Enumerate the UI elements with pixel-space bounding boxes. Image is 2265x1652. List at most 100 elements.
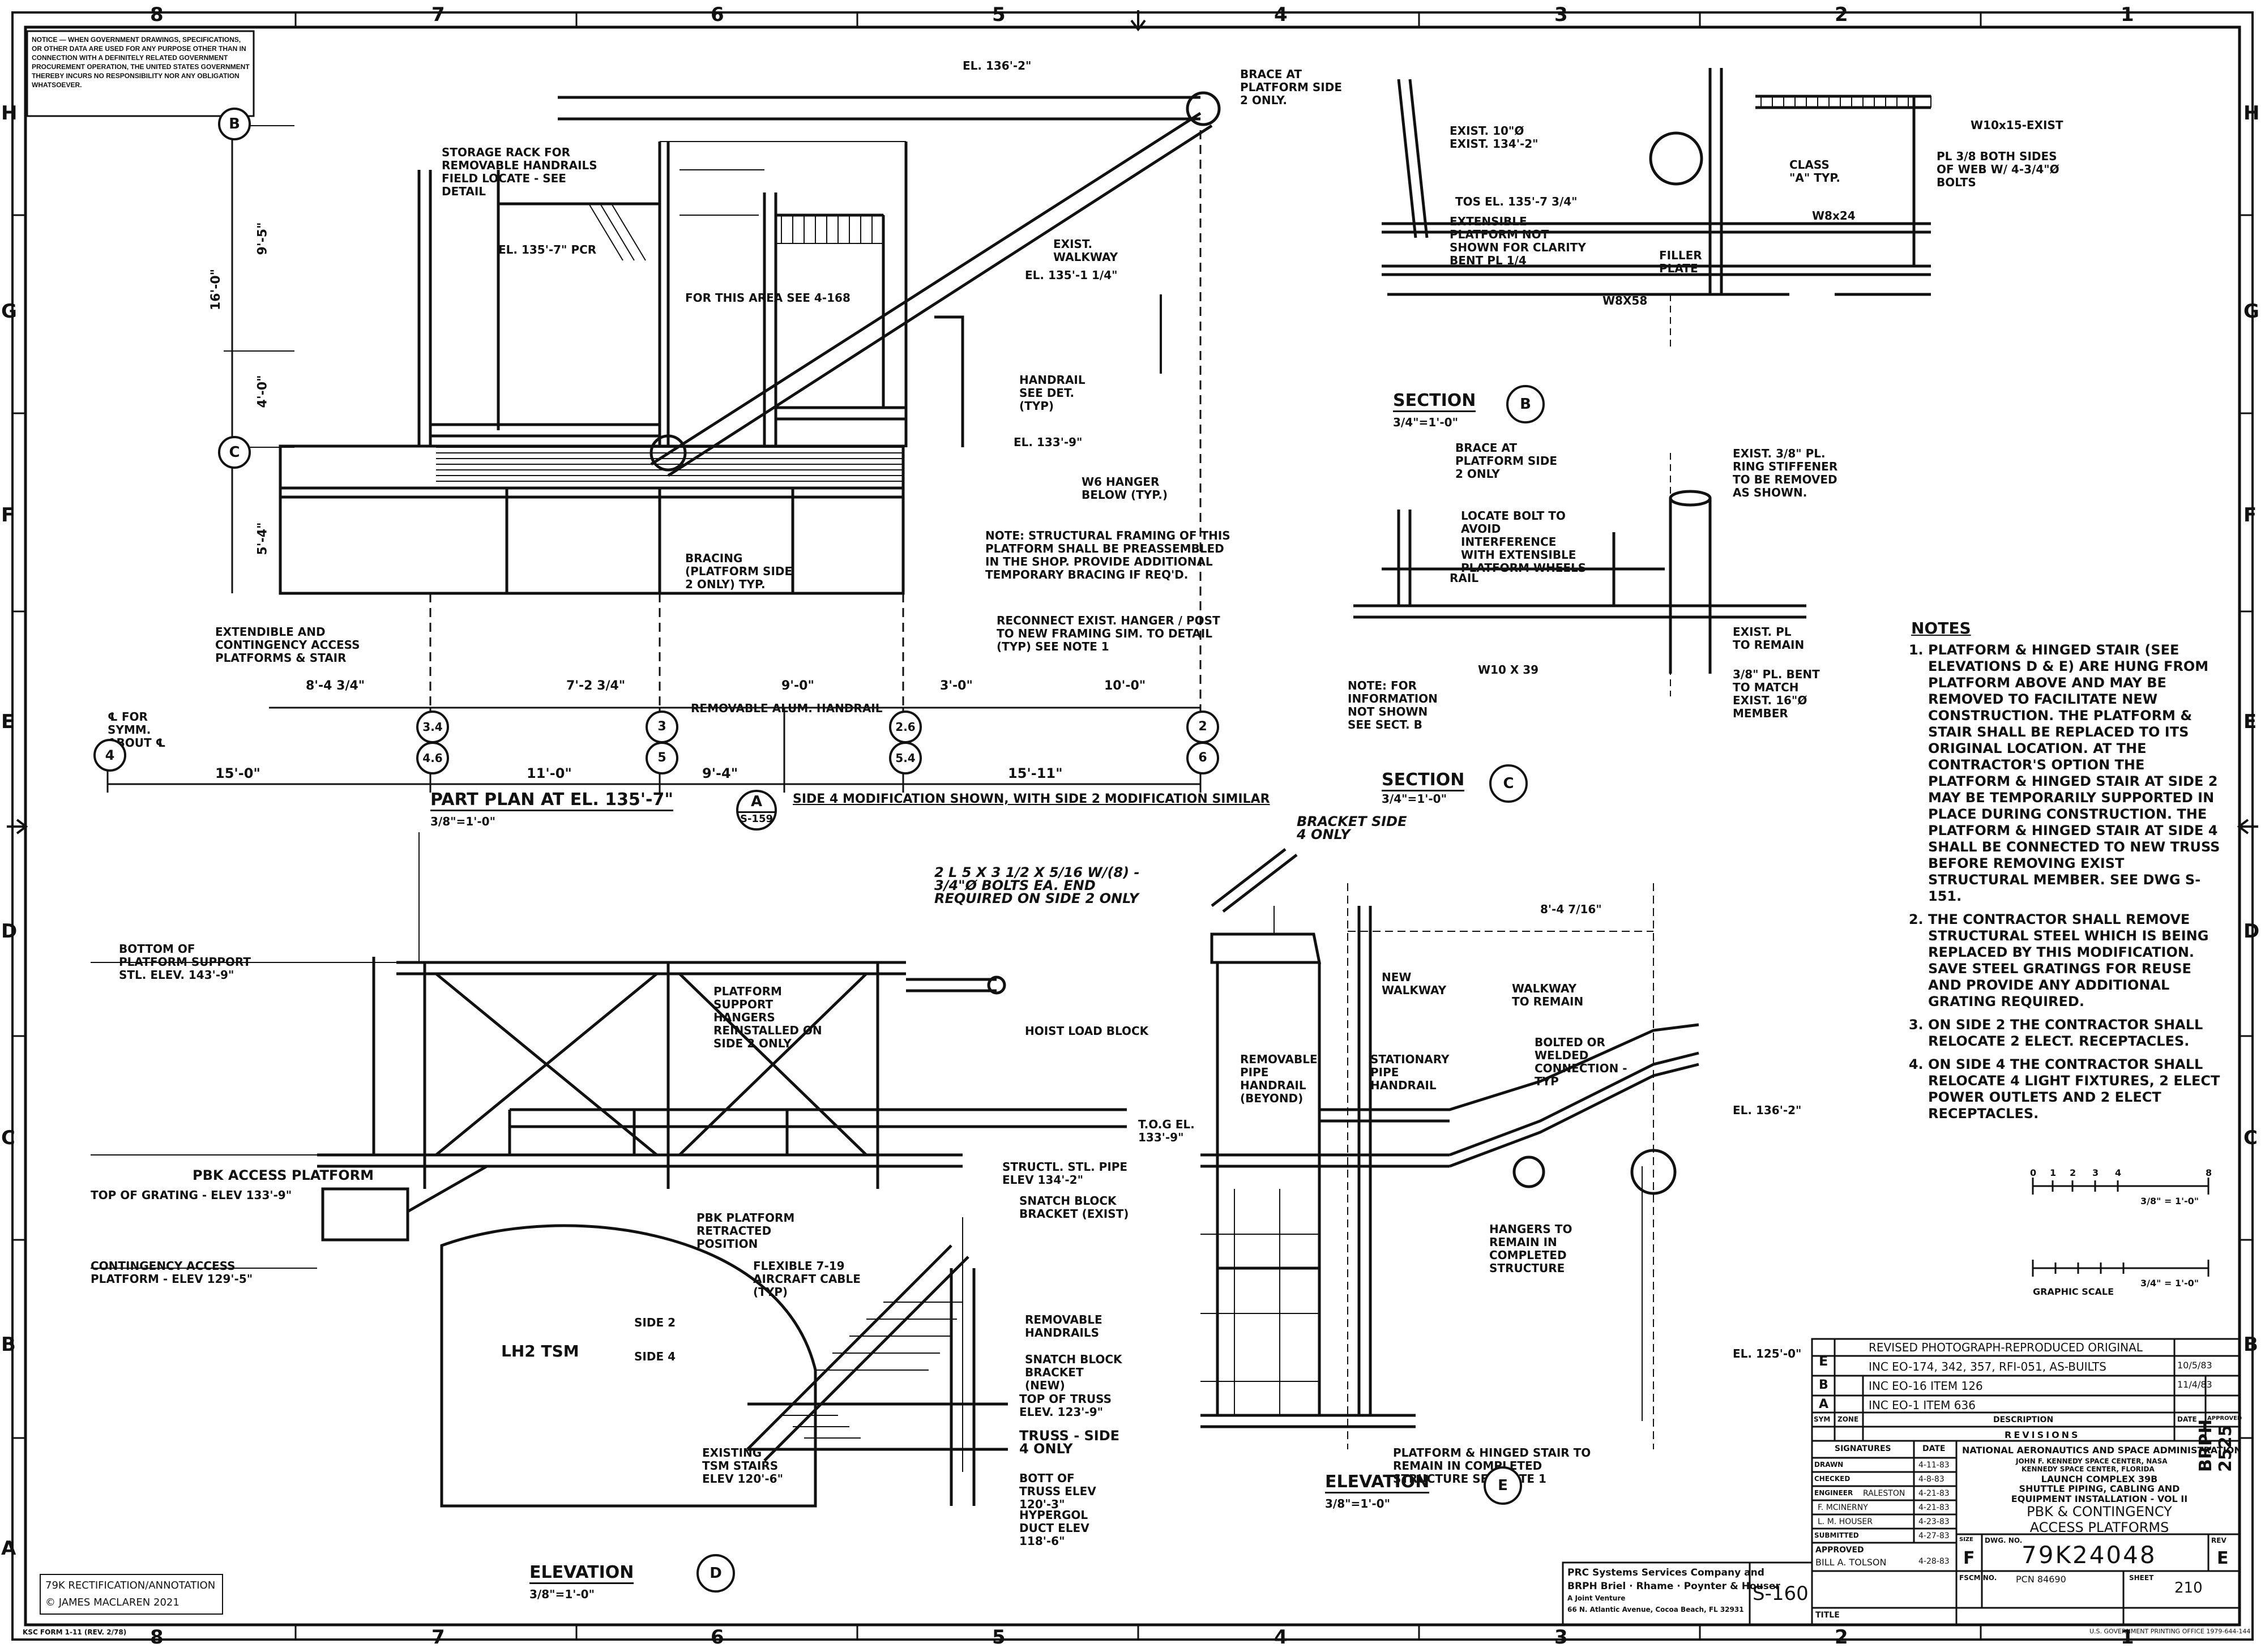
gridline-bubble: B xyxy=(218,108,251,140)
project-line3: EQUIPMENT INSTALLATION - VOL II xyxy=(2011,1493,2188,1504)
plan-label: EXTENDIBLE AND CONTINGENCY ACCESS PLATFO… xyxy=(215,625,360,665)
sig-date: 4-21-83 xyxy=(1918,1503,1950,1512)
zone-top-3: 3 xyxy=(1554,3,1568,26)
elev-d-label: PBK ACCESS PLATFORM xyxy=(193,1167,374,1183)
revision-col: ZONE xyxy=(1837,1415,1859,1423)
side-code: BRPH 2525 xyxy=(2196,1419,2236,1472)
elev-d-label: PBK PLATFORM RETRACTED POSITION xyxy=(696,1211,795,1251)
sig-role: CHECKED xyxy=(1814,1475,1851,1483)
gridline-bubble: 4.6 xyxy=(416,742,449,774)
elev-d-label: SIDE 4 xyxy=(634,1350,676,1363)
plan-label: EL. 136'-2" xyxy=(963,59,1032,72)
revision-col: DESCRIPTION xyxy=(1993,1415,2054,1424)
sig-role: ENGINEER xyxy=(1814,1489,1853,1497)
zone-top-8: 8 xyxy=(150,3,164,26)
elev-e-label: 8'-4 7/16" xyxy=(1540,902,1602,916)
elev-d-label: SIDE 2 xyxy=(634,1316,676,1329)
revision-desc: REVISED PHOTOGRAPH-REPRODUCED ORIGINAL xyxy=(1869,1341,2143,1354)
agency-center: JOHN F. KENNEDY SPACE CENTER, NASA xyxy=(2016,1457,2168,1465)
gridline-bubble: 5.4 xyxy=(889,742,922,774)
zone-left-C: C xyxy=(1,1127,15,1149)
plan-label: HANDRAIL SEE DET. (TYP) xyxy=(1019,373,1086,413)
plan-label: EL. 133'-9" xyxy=(1014,435,1083,449)
elev-d-label: T.O.G EL. 133'-9" xyxy=(1138,1118,1195,1144)
zone-bottom-1: 1 xyxy=(2121,1626,2134,1649)
approved-date: 4-28-83 xyxy=(1918,1557,1950,1566)
section-c-label: W10 X 39 xyxy=(1478,663,1539,677)
plan-dim: 9'-0" xyxy=(781,679,814,693)
section-b-label: EXIST. 10"Ø EXIST. 134'-2" xyxy=(1450,124,1539,151)
elev-d-label: FLEXIBLE 7-19 AIRCRAFT CABLE (TYP) xyxy=(753,1259,861,1299)
plan-dim: 3'-0" xyxy=(940,679,973,693)
zone-bottom-6: 6 xyxy=(711,1626,724,1649)
scale-tick: 4 xyxy=(2115,1167,2122,1178)
project-line5: ACCESS PLATFORMS xyxy=(2029,1520,2169,1535)
zone-right-H: H xyxy=(2243,102,2260,125)
plan-dim: 7'-2 3/4" xyxy=(566,679,626,693)
gridline-bubble: 2.6 xyxy=(889,711,922,743)
elev-e-label: EL. 136'-2" xyxy=(1733,1103,1802,1117)
zone-right-F: F xyxy=(2243,504,2257,527)
scale-tick: 3 xyxy=(2092,1167,2099,1178)
elev-d-label: PLATFORM SUPPORT HANGERS REINSTALLED ON … xyxy=(713,985,822,1050)
elev-e-label: NEW WALKWAY xyxy=(1382,970,1447,997)
gridline-bubble: 3.4 xyxy=(416,711,449,743)
contractor-line4: 66 N. Atlantic Avenue, Cocoa Beach, FL 3… xyxy=(1567,1606,1744,1614)
gpo-note: U.S. GOVERNMENT PRINTING OFFICE 1979-644… xyxy=(2089,1628,2251,1635)
section-c-bubble: C xyxy=(1489,764,1528,803)
section-b-label: FILLER PLATE xyxy=(1659,249,1702,275)
zone-right-C: C xyxy=(2243,1127,2258,1149)
gridline-bubble: C xyxy=(218,436,251,469)
plan-label: STORAGE RACK FOR REMOVABLE HANDRAILS FIE… xyxy=(442,145,597,198)
plan-dim: 8'-4 3/4" xyxy=(306,679,365,693)
revision-sym: E xyxy=(1819,1353,1828,1369)
plan-label: RECONNECT EXIST. HANGER / POST TO NEW FR… xyxy=(997,614,1220,653)
section-c-label: LOCATE BOLT TO AVOID INTERFERENCE WITH E… xyxy=(1461,509,1587,575)
pcn-number: PCN 84690 xyxy=(2016,1574,2066,1585)
contractor-line2: BRPH Briel · Rhame · Poynter & Houser xyxy=(1567,1581,1780,1592)
elev-d-label: EXISTING TSM STAIRS ELEV 120'-6" xyxy=(702,1446,784,1486)
section-b-label: W10x15-EXIST xyxy=(1971,118,2063,132)
section-b-title: SECTION xyxy=(1393,391,1476,412)
elevation-d-title: ELEVATION xyxy=(529,1563,634,1584)
zone-bottom-8: 8 xyxy=(150,1626,164,1649)
size-label: SIZE xyxy=(1959,1537,1974,1543)
notes-header: NOTES xyxy=(1911,619,1971,637)
elev-d-label: REMOVABLE HANDRAILS xyxy=(1025,1313,1102,1339)
rev-label: REV xyxy=(2211,1537,2226,1544)
section-b-label: W8x24 xyxy=(1812,209,1856,222)
drawing-number: 79K24048 xyxy=(2022,1541,2157,1569)
zone-right-E: E xyxy=(2243,711,2257,733)
elev-d-label: BOTTOM OF PLATFORM SUPPORT STL. ELEV. 14… xyxy=(119,942,251,982)
revision-desc: INC EO-174, 342, 357, RFI-051, AS-BUILTS xyxy=(1869,1360,2106,1373)
plan-dim: 11'-0" xyxy=(527,765,572,781)
revisions-header: REVISIONS xyxy=(2005,1430,2080,1440)
elev-d-label: STRUCTL. STL. PIPE ELEV 134'-2" xyxy=(1002,1160,1128,1187)
elev-e-label: STATIONARY PIPE HANDRAIL xyxy=(1370,1052,1450,1092)
gridline-bubble: 4 xyxy=(93,739,126,772)
zone-right-G: G xyxy=(2243,300,2259,323)
annotation-line1: 79K RECTIFICATION/ANNOTATION xyxy=(45,1580,216,1591)
annotation-line2: © JAMES MACLAREN 2021 xyxy=(45,1597,180,1608)
plan-dim: 4'-0" xyxy=(255,375,270,408)
project-line1: LAUNCH COMPLEX 39B xyxy=(2041,1474,2158,1484)
part-plan-title: PART PLAN AT EL. 135'-7" xyxy=(430,790,673,811)
zone-left-G: G xyxy=(1,300,17,323)
dwg-no-label: DWG. NO. xyxy=(1985,1537,2023,1544)
elevation-d-bubble: D xyxy=(696,1554,735,1593)
section-b-scale: 3/4"=1'-0" xyxy=(1393,416,1458,429)
elev-e-label: HANGERS TO REMAIN IN COMPLETED STRUCTURE xyxy=(1489,1222,1572,1275)
elev-e-label: WALKWAY TO REMAIN xyxy=(1512,982,1584,1008)
zone-left-D: D xyxy=(1,920,18,943)
zone-top-1: 1 xyxy=(2121,3,2134,26)
zone-left-B: B xyxy=(1,1333,16,1356)
elev-d-label: CONTINGENCY ACCESS PLATFORM - ELEV 129'-… xyxy=(91,1259,253,1286)
elev-d-label: SNATCH BLOCK BRACKET (EXIST) xyxy=(1019,1194,1129,1221)
zone-top-5: 5 xyxy=(992,3,1006,26)
scale-tick: 2 xyxy=(2070,1167,2076,1178)
plan-label: EL. 135'-7" PCR xyxy=(498,243,597,256)
plan-dim: 9'-4" xyxy=(702,765,738,781)
revision-desc: INC EO-1 ITEM 636 xyxy=(1869,1398,1976,1412)
